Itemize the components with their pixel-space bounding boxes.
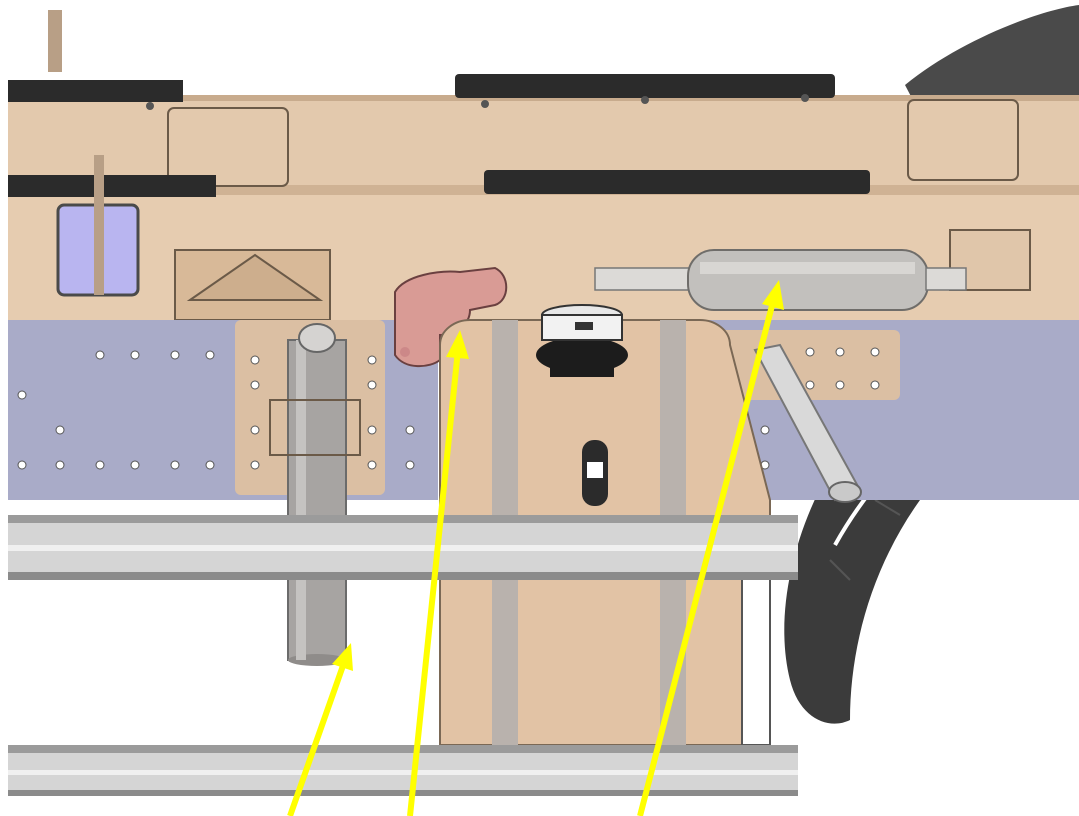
muffler: [594, 249, 967, 503]
tank-bracket: [394, 266, 508, 368]
callout-arrow-bracket: [407, 330, 469, 816]
tank-cap: [536, 304, 628, 377]
vertical-cylinder: [269, 323, 361, 666]
callout-arrow-muffler: [637, 280, 784, 816]
callout-arrows: [287, 280, 784, 816]
callout-arrow-cylinder: [287, 643, 353, 816]
step-rails: [8, 515, 798, 796]
